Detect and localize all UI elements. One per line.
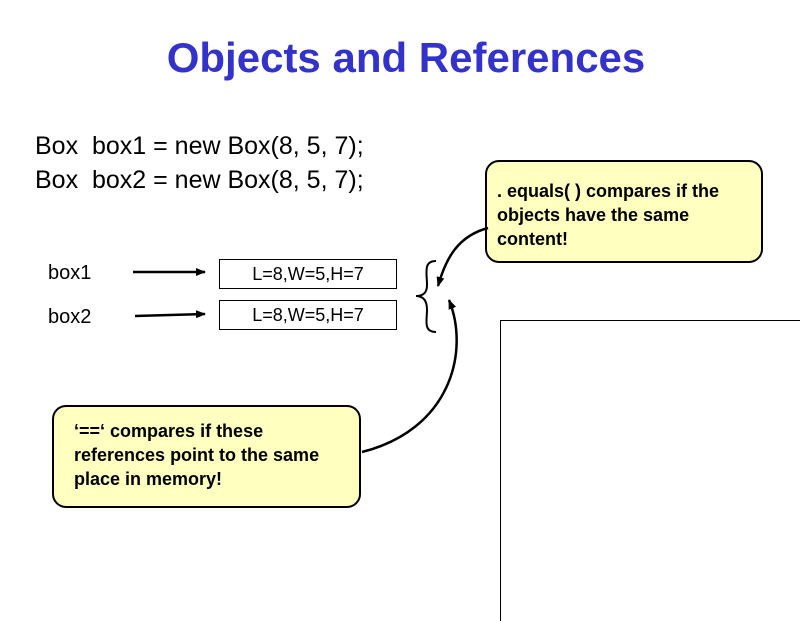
left-bracket-icon [415,260,437,333]
reference-label-box2: box2 [48,306,92,328]
identity-callout-line-3: place in memory! [74,469,223,489]
object-box-1: L=8,W=5,H=7 [219,259,397,289]
equals-callout: . equals( ) compares if the objects have… [485,160,763,263]
identity-callout-line-2: references point to the same [74,445,320,465]
object-box-2: L=8,W=5,H=7 [219,300,397,330]
reference-arrow-box2 [134,310,206,319]
identity-callout-line-1: ‘==‘ compares if these [74,421,264,441]
identity-callout: ‘==‘ compares if these references point … [52,405,361,508]
equals-pointer-arrow [436,226,489,287]
memory-frame [500,320,800,621]
code-line-2: Box box2 = new Box(8, 5, 7); [35,166,364,194]
slide-title: Objects and References [166,34,646,81]
connector-layer [133,226,489,454]
identity-pointer-arrow [361,299,458,454]
equals-callout-line-2: objects have the same [497,205,690,225]
reference-label-box1: box1 [48,262,92,284]
equals-callout-line-1: . equals( ) compares if the [497,181,720,201]
equals-callout-line-3: content! [497,229,568,249]
code-line-1: Box box1 = new Box(8, 5, 7); [35,132,364,160]
